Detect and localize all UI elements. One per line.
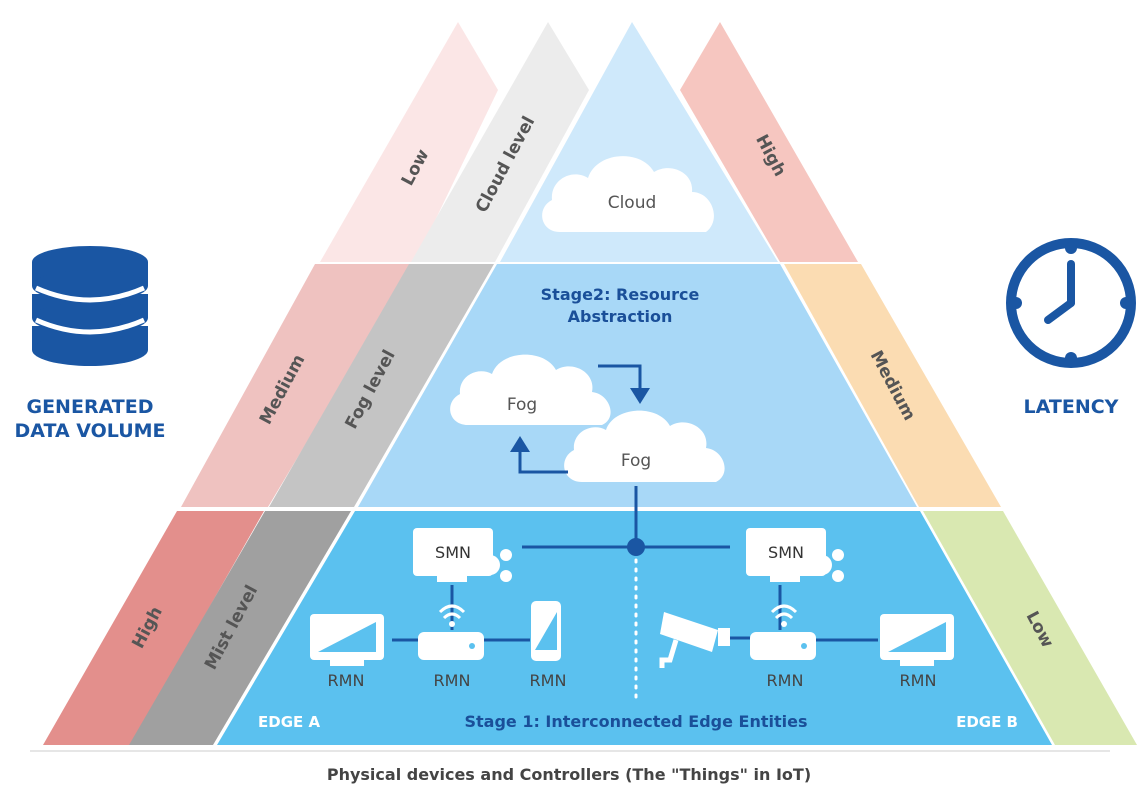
volume-low-band (320, 22, 498, 262)
fog-label-2: Fog (621, 451, 651, 471)
rmn-phone (531, 601, 561, 661)
fog-cloud-icon-2 (564, 410, 725, 482)
phone-screen (535, 612, 557, 650)
tier-fog-band (269, 264, 494, 507)
cloud-label: Cloud (608, 193, 657, 213)
edge-b-label: EDGE B (956, 713, 1018, 731)
rmn-router-left (418, 604, 484, 660)
hub-node (627, 538, 645, 556)
latency-high-band (680, 22, 858, 262)
camera-icon (660, 612, 718, 652)
fog-arrow-down (598, 364, 642, 392)
latency-medium-band (784, 264, 1001, 507)
smn-label-left: SMN (435, 543, 471, 562)
fog-node-2: Fog (564, 410, 725, 482)
monitor-screen (888, 622, 946, 652)
rmn-camera (659, 612, 730, 668)
monitor-stand (437, 576, 467, 582)
router-icon (750, 632, 816, 660)
footer-caption: Physical devices and Controllers (The "T… (327, 765, 811, 784)
arrow-head-down (630, 388, 650, 404)
router-icon (418, 632, 484, 660)
data-volume-title-line2: DATA VOLUME (14, 420, 165, 442)
rmn-label-2: RMN (434, 671, 471, 690)
edge-a-label: EDGE A (258, 713, 320, 731)
tier-cloud-band (411, 22, 589, 262)
wifi-icon (438, 604, 466, 620)
gears-icon (480, 549, 512, 582)
fog-cloud-icon-1 (450, 354, 611, 425)
smn-label-right: SMN (768, 543, 804, 562)
cloud-node: Cloud (542, 156, 714, 232)
smn-node-right: SMN (746, 528, 844, 582)
smn-node-left: SMN (413, 528, 512, 582)
volume-medium-band (181, 264, 413, 507)
fog-stage-title-line2: Abstraction (568, 307, 673, 326)
rmn-monitor-right (880, 614, 954, 666)
monitor-stand (900, 660, 934, 666)
fog-node-1: Fog (450, 354, 611, 425)
fog-tier (358, 264, 917, 507)
tier-mist-band (129, 511, 351, 745)
latency-title: LATENCY (1024, 396, 1119, 418)
rmn-label-5: RMN (900, 671, 937, 690)
monitor-icon (413, 528, 493, 576)
cloud-icon (542, 156, 714, 232)
edge-stage-title: Stage 1: Interconnected Edge Entities (464, 712, 807, 731)
fog-arrow-up (518, 448, 568, 474)
gears-icon (812, 549, 844, 582)
rmn-label-4: RMN (767, 671, 804, 690)
latency-low-band (923, 511, 1137, 745)
database-icon (32, 246, 148, 366)
wifi-icon (770, 604, 798, 620)
fog-label-1: Fog (507, 395, 537, 415)
monitor-stand (330, 660, 364, 666)
rmn-router-right (750, 604, 816, 660)
data-volume-title-line1: GENERATED (26, 396, 153, 418)
monitor-stand (770, 576, 800, 582)
clock-icon (1006, 238, 1136, 368)
monitor-icon (746, 528, 826, 576)
rmn-label-3: RMN (530, 671, 567, 690)
arrow-head-up (510, 436, 530, 452)
volume-high-band (43, 511, 264, 745)
rmn-label-1: RMN (328, 671, 365, 690)
rmn-monitor-left (310, 614, 384, 666)
fog-stage-title-line1: Stage2: Resource (541, 285, 700, 304)
monitor-screen (318, 622, 376, 652)
